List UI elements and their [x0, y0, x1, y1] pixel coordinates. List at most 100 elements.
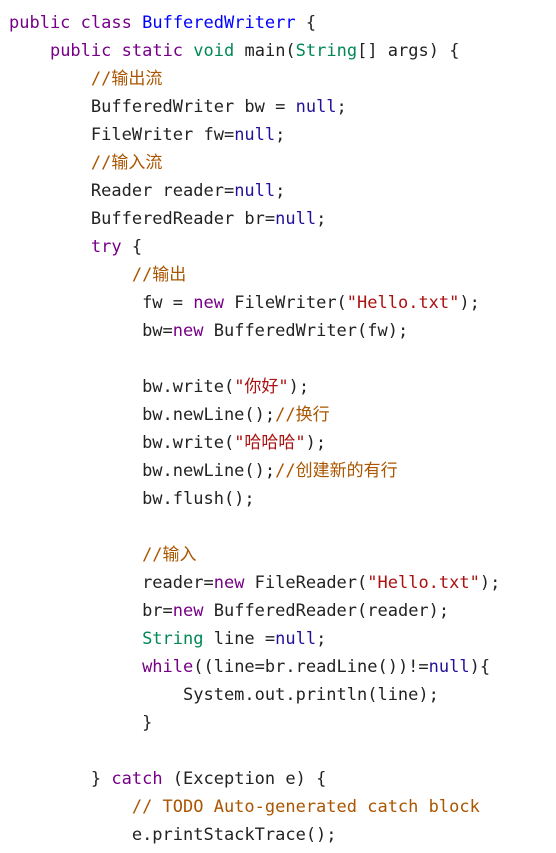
code-line: //输入流 — [9, 149, 500, 177]
code-indent — [9, 685, 183, 705]
code-indent — [9, 265, 132, 285]
code-text: bw.write( — [142, 433, 235, 453]
code-line: try { — [9, 233, 500, 261]
keyword-token: while — [142, 657, 194, 677]
code-line: } catch (Exception e) { — [9, 765, 500, 793]
code-indent — [9, 545, 142, 565]
code-indent — [9, 97, 91, 117]
keyword-token: static — [121, 41, 184, 61]
comment-token: //创建新的有行 — [275, 461, 398, 481]
code-text: bw= — [142, 321, 173, 341]
code-line: bw.newLine();//换行 — [9, 401, 500, 429]
code-indent — [9, 601, 142, 621]
code-text: ; — [275, 125, 286, 145]
code-indent — [9, 377, 142, 397]
code-text: ((line=br.readLine())!= — [193, 657, 429, 677]
keyword-token: try — [90, 237, 122, 257]
code-indent — [9, 573, 142, 593]
code-indent — [9, 433, 142, 453]
code-text: reader= — [142, 573, 214, 593]
code-text: } — [90, 769, 112, 789]
code-line: Reader reader=null; — [9, 177, 500, 205]
code-text — [70, 13, 80, 33]
code-text: ); — [305, 433, 327, 453]
keyword-token: new — [193, 293, 224, 313]
code-text: ; — [336, 97, 347, 117]
code-text: bw.newLine(); — [142, 405, 276, 425]
literal-token: null — [234, 181, 276, 201]
code-indent — [9, 153, 91, 173]
code-indent — [9, 461, 142, 481]
code-text — [183, 41, 193, 61]
code-indent — [9, 237, 91, 257]
keyword-token: new — [213, 573, 245, 593]
comment-token: // TODO Auto-generated catch block — [131, 797, 480, 817]
literal-token: null — [234, 125, 276, 145]
comment-token: //输入 — [142, 545, 197, 565]
code-indent — [9, 41, 50, 61]
code-line: //输出 — [9, 261, 500, 289]
code-text: BufferedReader br= — [90, 209, 276, 229]
code-line: FileWriter fw=null; — [9, 121, 500, 149]
code-line: System.out.println(line); — [9, 681, 500, 709]
code-text: { — [295, 13, 317, 33]
code-indent — [9, 825, 132, 845]
code-line: String line =null; — [9, 625, 500, 653]
keyword-token: class — [80, 13, 132, 33]
code-text: bw.flush(); — [142, 489, 255, 509]
keyword-token: new — [172, 321, 204, 341]
literal-token: null — [428, 657, 470, 677]
code-line: // TODO Auto-generated catch block — [9, 793, 500, 821]
code-editor[interactable]: public class BufferedWriterr { public st… — [9, 9, 500, 849]
code-line: } — [9, 709, 500, 737]
string-token: "Hello.txt" — [367, 573, 480, 593]
code-line: br=new BufferedReader(reader); — [9, 597, 500, 625]
code-indent — [9, 713, 142, 733]
code-text: FileWriter fw= — [90, 125, 235, 145]
code-text: ); — [459, 293, 480, 313]
code-text: ){ — [469, 657, 491, 677]
code-line: //输出流 — [9, 65, 500, 93]
code-line: bw.newLine();//创建新的有行 — [9, 457, 500, 485]
code-indent — [9, 405, 142, 425]
code-line: bw.flush(); — [9, 485, 500, 513]
code-indent — [9, 769, 91, 789]
code-text: br= — [142, 601, 173, 621]
type-token: void — [193, 41, 235, 61]
code-line: bw.write("你好"); — [9, 373, 500, 401]
literal-token: null — [275, 209, 317, 229]
code-text: ); — [288, 377, 310, 397]
string-token: "你好" — [234, 377, 289, 397]
code-indent — [9, 293, 142, 313]
code-text: e.printStackTrace(); — [131, 825, 337, 845]
code-text: FileReader( — [244, 573, 368, 593]
code-text: ; — [316, 629, 327, 649]
class-name-token: BufferedWriterr — [142, 13, 296, 33]
code-indent — [9, 657, 142, 677]
code-text: BufferedWriter bw = — [90, 97, 296, 117]
keyword-token: new — [172, 601, 204, 621]
code-line: bw=new BufferedWriter(fw); — [9, 317, 500, 345]
code-line: ​ — [9, 513, 500, 541]
code-text: { — [121, 237, 143, 257]
code-text: [] args) { — [357, 41, 460, 61]
code-text: bw.write( — [142, 377, 235, 397]
code-indent — [9, 69, 91, 89]
type-token: String — [142, 629, 204, 649]
comment-token: //输出流 — [90, 69, 163, 89]
code-line: public static void main(String[] args) { — [9, 37, 500, 65]
type-token: String — [295, 41, 358, 61]
code-text: ); — [479, 573, 501, 593]
code-indent — [9, 797, 132, 817]
code-text: ; — [316, 209, 327, 229]
code-line: while((line=br.readLine())!=null){ — [9, 653, 500, 681]
keyword-token: public — [49, 41, 112, 61]
code-text: fw = — [142, 293, 194, 313]
code-indent — [9, 489, 142, 509]
code-indent — [9, 321, 142, 341]
literal-token: null — [275, 629, 317, 649]
code-indent — [9, 629, 142, 649]
code-line: ​ — [9, 737, 500, 765]
literal-token: null — [295, 97, 337, 117]
comment-token: //输出 — [131, 265, 187, 285]
